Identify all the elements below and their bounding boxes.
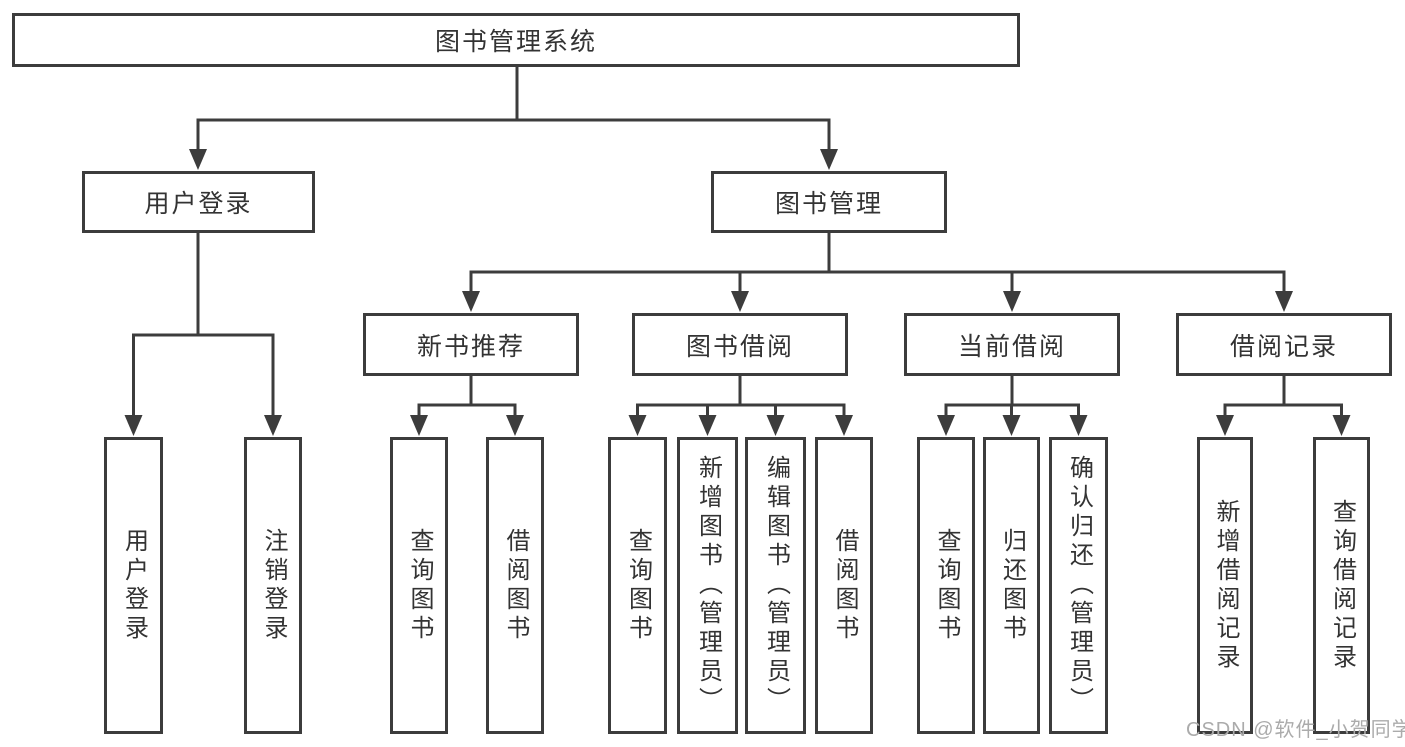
node-current-borrow-label: 当前借阅 [957, 332, 1066, 361]
leaf-add-borrow-record: 新增借阅记录 [1197, 437, 1253, 734]
node-current-borrow: 当前借阅 [904, 313, 1120, 376]
node-book-borrow: 图书借阅 [632, 313, 848, 376]
leaf-query-books-current: 查询图书 [917, 437, 975, 734]
leaf-query-books-borrow-label: 查询图书 [624, 527, 652, 644]
leaf-query-books-recommend-label: 查询图书 [406, 527, 433, 644]
leaf-confirm-return-admin: 确认归还（管理员） [1049, 437, 1108, 734]
leaf-add-book-admin: 新增图书（管理员） [677, 437, 738, 734]
node-user-login-label: 用户登录 [144, 190, 253, 218]
leaf-user-login-label: 用户登录 [120, 527, 148, 644]
leaf-logout: 注销登录 [244, 437, 302, 734]
node-book-management: 图书管理 [711, 171, 947, 233]
node-book-borrow-label: 图书借阅 [685, 332, 794, 361]
leaf-edit-book-admin-label: 编辑图书（管理员） [762, 455, 790, 716]
leaf-logout-label: 注销登录 [260, 527, 287, 644]
leaf-add-book-admin-label: 新增图书（管理员） [694, 455, 722, 716]
leaf-borrow-books-recommend-label: 借阅图书 [502, 527, 529, 644]
leaf-borrow-books-label: 借阅图书 [831, 527, 858, 644]
node-user-login: 用户登录 [82, 171, 315, 233]
leaf-return-books: 归还图书 [983, 437, 1040, 734]
csdn-watermark: CSDN @软件_小贺同学 [1186, 719, 1405, 741]
node-new-book-recommend: 新书推荐 [363, 313, 579, 376]
leaf-query-books-current-label: 查询图书 [933, 527, 960, 644]
leaf-borrow-books: 借阅图书 [815, 437, 873, 734]
leaf-return-books-label: 归还图书 [998, 527, 1026, 644]
leaf-confirm-return-admin-label: 确认归还（管理员） [1065, 455, 1093, 716]
leaf-query-borrow-record: 查询借阅记录 [1313, 437, 1370, 734]
leaf-add-borrow-record-label: 新增借阅记录 [1212, 498, 1239, 673]
node-borrow-records: 借阅记录 [1176, 313, 1392, 376]
leaf-query-books-borrow: 查询图书 [608, 437, 667, 734]
leaf-edit-book-admin: 编辑图书（管理员） [745, 437, 806, 734]
leaf-query-books-recommend: 查询图书 [390, 437, 448, 734]
leaf-borrow-books-recommend: 借阅图书 [486, 437, 544, 734]
node-root: 图书管理系统 [12, 13, 1020, 67]
leaf-query-borrow-record-label: 查询借阅记录 [1328, 498, 1356, 673]
node-new-book-recommend-label: 新书推荐 [416, 332, 525, 361]
leaf-user-login: 用户登录 [104, 437, 163, 734]
node-borrow-records-label: 借阅记录 [1229, 332, 1338, 361]
node-root-label: 图书管理系统 [434, 28, 597, 56]
node-book-management-label: 图书管理 [774, 190, 883, 218]
